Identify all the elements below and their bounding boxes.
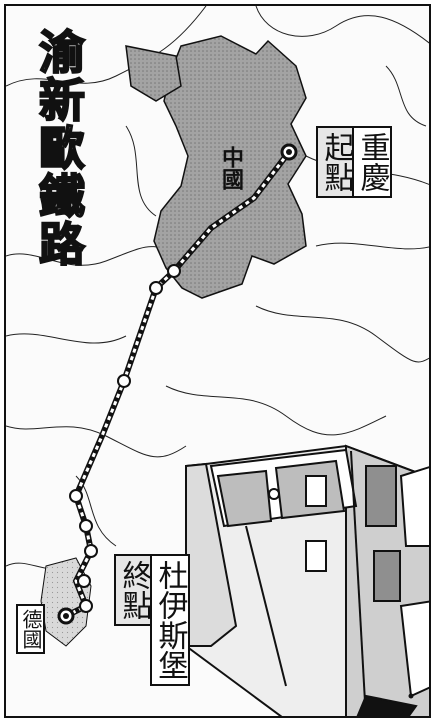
end-city-box: 杜伊斯堡 xyxy=(150,554,190,686)
china-region xyxy=(153,35,307,299)
end-city: 杜伊斯堡 xyxy=(152,560,188,680)
start-city: 重慶 xyxy=(354,132,390,192)
start-marker-dot xyxy=(286,149,292,155)
start-label: 起點 xyxy=(318,132,354,192)
china-label: 中國 xyxy=(218,146,243,190)
germany-label-box: 德國 xyxy=(16,604,45,654)
start-label-box: 起點 xyxy=(316,126,356,198)
route-line xyxy=(64,150,292,619)
train-icon xyxy=(185,444,429,716)
station-markers xyxy=(69,264,181,613)
map-frame: 渝新歐鐵路 起點 重慶 中國 德國 終點 杜伊斯堡 xyxy=(4,4,431,718)
germany-label: 德國 xyxy=(19,609,43,649)
end-label-box: 終點 xyxy=(114,554,154,626)
start-city-box: 重慶 xyxy=(352,126,392,198)
end-label: 終點 xyxy=(116,560,152,620)
china-north-extension xyxy=(125,45,182,102)
end-marker-dot xyxy=(63,613,69,619)
map-title: 渝新歐鐵路 xyxy=(31,27,87,269)
